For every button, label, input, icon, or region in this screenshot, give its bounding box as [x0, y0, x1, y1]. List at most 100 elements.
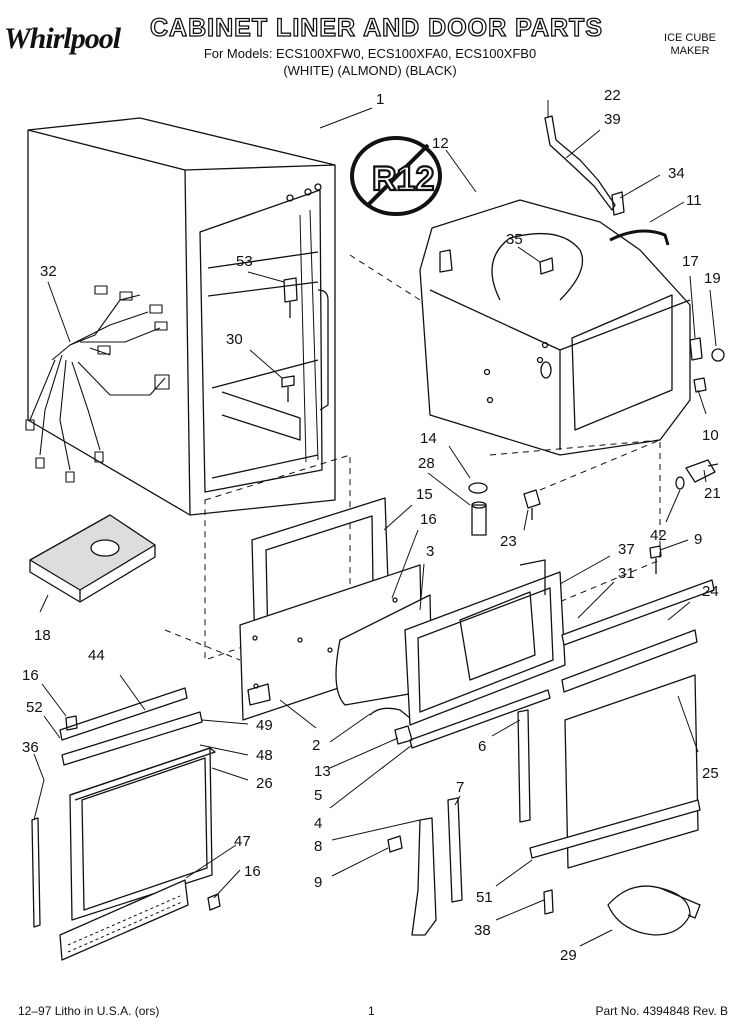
- part-9-screw-lower: [387, 835, 403, 853]
- model-numbers: For Models: ECS100XFW0, ECS100XFA0, ECS1…: [203, 46, 537, 61]
- section-label: ICE CUBE MAKER: [640, 32, 740, 58]
- part-36-rod: [31, 817, 41, 928]
- part-38-screw: [543, 889, 554, 915]
- callout-37: 37: [618, 541, 635, 558]
- callout-labels: 1 2 3 4 5 6 7 8 9 9 10 11 12 13 14 15 16…: [22, 87, 721, 964]
- part-16-screw-left: [65, 715, 78, 731]
- part-7-hinge: [447, 797, 463, 903]
- section-label-line1: ICE CUBE: [664, 32, 716, 44]
- callout-39: 39: [604, 111, 621, 128]
- callout-7: 7: [456, 779, 464, 796]
- callout-13: 13: [314, 763, 331, 780]
- part-53-bracket: [283, 277, 298, 318]
- callout-25: 25: [702, 765, 719, 782]
- part-37-door-assembly: [404, 559, 566, 726]
- callout-48: 48: [256, 747, 273, 764]
- part-16-screw-bottom: [207, 893, 221, 911]
- part-14-gasket: [468, 482, 488, 494]
- model-colors: (WHITE) (ALMOND) (BLACK): [283, 63, 457, 78]
- dashed-outline: [164, 254, 661, 661]
- callout-10: 10: [702, 427, 719, 444]
- part-29-handle: [607, 885, 701, 936]
- whirlpool-logo: Whirlpool: [4, 22, 121, 55]
- callout-16-upper: 16: [420, 511, 437, 528]
- part-30-screw: [281, 375, 295, 402]
- part-21-valve: [685, 459, 719, 483]
- callout-8: 8: [314, 838, 322, 855]
- callout-26: 26: [256, 775, 273, 792]
- callout-15: 15: [416, 486, 433, 503]
- callout-34: 34: [668, 165, 685, 182]
- callout-32: 32: [40, 263, 57, 280]
- callout-18: 18: [34, 627, 51, 644]
- callout-21: 21: [704, 485, 721, 502]
- footer-part-number: Part No. 4394848 Rev. B: [595, 1004, 728, 1018]
- callout-38: 38: [474, 922, 491, 939]
- callout-3: 3: [426, 543, 434, 560]
- callout-5: 5: [314, 787, 322, 804]
- callout-44: 44: [88, 647, 105, 664]
- callout-42: 42: [650, 527, 667, 544]
- callout-9-lower: 9: [314, 874, 322, 891]
- callout-19: 19: [704, 270, 721, 287]
- callout-31: 31: [618, 565, 635, 582]
- callout-28: 28: [418, 455, 435, 472]
- part-9-screw-upper: [649, 545, 662, 574]
- callout-23: 23: [500, 533, 517, 550]
- part-35-screw: [539, 257, 554, 275]
- part-28-pipe: [471, 504, 487, 536]
- callout-49: 49: [256, 717, 273, 734]
- callout-35: 35: [506, 231, 523, 248]
- r12-badge: [350, 136, 442, 216]
- part-handle: [317, 289, 329, 411]
- part-24-strip: [561, 629, 698, 693]
- callout-47: 47: [234, 833, 251, 850]
- callout-51: 51: [476, 889, 493, 906]
- part-51-bottom-strip: [529, 799, 701, 859]
- part-23-screw: [523, 489, 541, 520]
- part-11-tube: [609, 229, 670, 246]
- part-5-cam: [394, 725, 413, 745]
- part-34-screw: [611, 191, 625, 216]
- part-47-grille: [59, 879, 189, 961]
- part-10-clip: [693, 377, 707, 393]
- part-26-door-panel: [69, 747, 216, 921]
- callout-52: 52: [26, 699, 43, 716]
- footer-litho: 12–97 Litho in U.S.A. (ors): [18, 1004, 160, 1018]
- part-22-39-bracket: [544, 115, 616, 211]
- part-12-liner: [419, 199, 691, 456]
- part-32-wiring-harness: [25, 285, 170, 483]
- part-49-strip: [61, 711, 203, 766]
- callout-53: 53: [236, 253, 253, 270]
- callout-11: 11: [686, 192, 702, 209]
- callout-6: 6: [478, 738, 486, 755]
- page-title: CABINET LINER AND DOOR PARTS: [149, 13, 603, 42]
- callout-4: 4: [314, 815, 322, 832]
- callout-22: 22: [604, 87, 621, 104]
- callout-9-upper: 9: [694, 531, 702, 548]
- part-8-hinge: [411, 817, 437, 936]
- part-cabinet: [27, 117, 336, 516]
- part-42-washer: [675, 476, 685, 490]
- part-6-hinge: [517, 709, 531, 823]
- callout-16-left: 16: [22, 667, 39, 684]
- part-44-strip: [59, 687, 188, 741]
- callout-14: 14: [420, 430, 437, 447]
- callout-29: 29: [560, 947, 577, 964]
- callout-36: 36: [22, 739, 39, 756]
- callout-17: 17: [682, 253, 699, 270]
- part-19-nut: [711, 348, 725, 362]
- callout-12: 12: [432, 135, 449, 152]
- r12-badge-text: R12: [372, 160, 434, 198]
- callout-2: 2: [312, 737, 320, 754]
- callout-24: 24: [702, 583, 719, 600]
- part-13-heater: [369, 707, 411, 719]
- section-label-line2: MAKER: [670, 45, 710, 57]
- part-18-base: [29, 514, 156, 603]
- footer-page-number: 1: [368, 1004, 375, 1018]
- callout-1: 1: [376, 91, 384, 108]
- callout-16-bottom: 16: [244, 863, 261, 880]
- callout-30: 30: [226, 331, 243, 348]
- part-17-clip: [689, 337, 703, 361]
